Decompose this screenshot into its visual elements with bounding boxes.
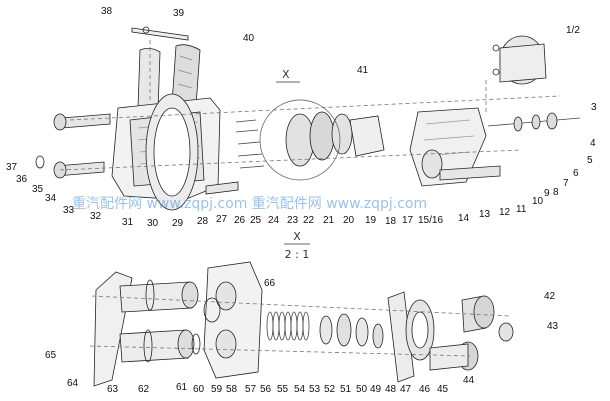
callout-44: 44 xyxy=(463,375,475,386)
section-callout-upper: X xyxy=(282,68,290,81)
callout-29: 29 xyxy=(172,218,184,229)
callout-51: 51 xyxy=(340,384,352,395)
callout-57: 57 xyxy=(245,384,257,395)
callout-6: 6 xyxy=(573,168,579,179)
callout-59: 59 xyxy=(211,384,223,395)
callout-36: 36 xyxy=(16,174,28,185)
callout-61: 61 xyxy=(176,382,188,393)
callout-30: 30 xyxy=(147,218,159,229)
callout-12: 12 xyxy=(499,207,511,218)
callout-64: 64 xyxy=(67,378,79,389)
callout-33: 33 xyxy=(63,205,75,216)
callout-47: 47 xyxy=(400,384,412,395)
callout-9: 9 xyxy=(544,188,550,199)
callout-25: 25 xyxy=(250,215,262,226)
callout-55: 55 xyxy=(277,384,289,395)
callout-10: 10 xyxy=(532,196,544,207)
callout-58: 58 xyxy=(226,384,238,395)
callout-26: 26 xyxy=(234,215,246,226)
callout-65: 65 xyxy=(45,350,57,361)
callout-37: 37 xyxy=(6,162,18,173)
callout-15-16: 15/16 xyxy=(418,215,443,226)
detail-scale: 2 : 1 xyxy=(285,248,310,261)
callout-38: 38 xyxy=(101,6,113,17)
detail-title: X xyxy=(293,230,301,243)
callout-39: 39 xyxy=(173,8,185,19)
callout-40: 40 xyxy=(243,33,255,44)
callout-14: 14 xyxy=(458,213,470,224)
callout-42: 42 xyxy=(544,291,556,302)
callout-48: 48 xyxy=(385,384,397,395)
callout-66: 66 xyxy=(264,278,276,289)
callout-8: 8 xyxy=(553,187,559,198)
callout-11: 11 xyxy=(516,204,527,215)
callout-20: 20 xyxy=(343,215,355,226)
callout-18: 18 xyxy=(385,216,397,227)
callout-49: 49 xyxy=(370,384,382,395)
callout-27: 27 xyxy=(216,214,228,225)
callout-34: 34 xyxy=(45,193,57,204)
callout-4: 4 xyxy=(590,138,596,149)
watermark-text: 重汽配件网 www.zqpj.com 重汽配件网 www.zqpj.com xyxy=(72,196,427,212)
callout-21: 21 xyxy=(323,215,335,226)
callout-7: 7 xyxy=(563,178,569,189)
upper-assembly xyxy=(35,26,581,211)
callout-50: 50 xyxy=(356,384,368,395)
callout-46: 46 xyxy=(419,384,431,395)
callout-23: 23 xyxy=(287,215,299,226)
callout-45: 45 xyxy=(437,384,449,395)
callout-22: 22 xyxy=(303,215,315,226)
callout-53: 53 xyxy=(309,384,321,395)
callout-13: 13 xyxy=(479,209,491,220)
callout-60: 60 xyxy=(193,384,205,395)
callout-41: 41 xyxy=(357,65,369,76)
lower-detail-assembly xyxy=(89,261,514,387)
callout-35: 35 xyxy=(32,184,44,195)
callout-32: 32 xyxy=(90,211,102,222)
callout-5: 5 xyxy=(587,155,593,166)
lower-callout-labels: 4243444546474849505152535455565758596061… xyxy=(45,278,559,395)
callout-3: 3 xyxy=(591,102,597,113)
callout-56: 56 xyxy=(260,384,272,395)
callout-1-2: 1/2 xyxy=(566,25,580,36)
callout-31: 31 xyxy=(122,217,134,228)
callout-62: 62 xyxy=(138,384,150,395)
callout-17: 17 xyxy=(402,215,414,226)
callout-28: 28 xyxy=(197,216,209,227)
callout-63: 63 xyxy=(107,384,119,395)
callout-19: 19 xyxy=(365,215,377,226)
callout-52: 52 xyxy=(324,384,336,395)
callout-24: 24 xyxy=(268,215,280,226)
callout-43: 43 xyxy=(547,321,559,332)
callout-54: 54 xyxy=(294,384,306,395)
